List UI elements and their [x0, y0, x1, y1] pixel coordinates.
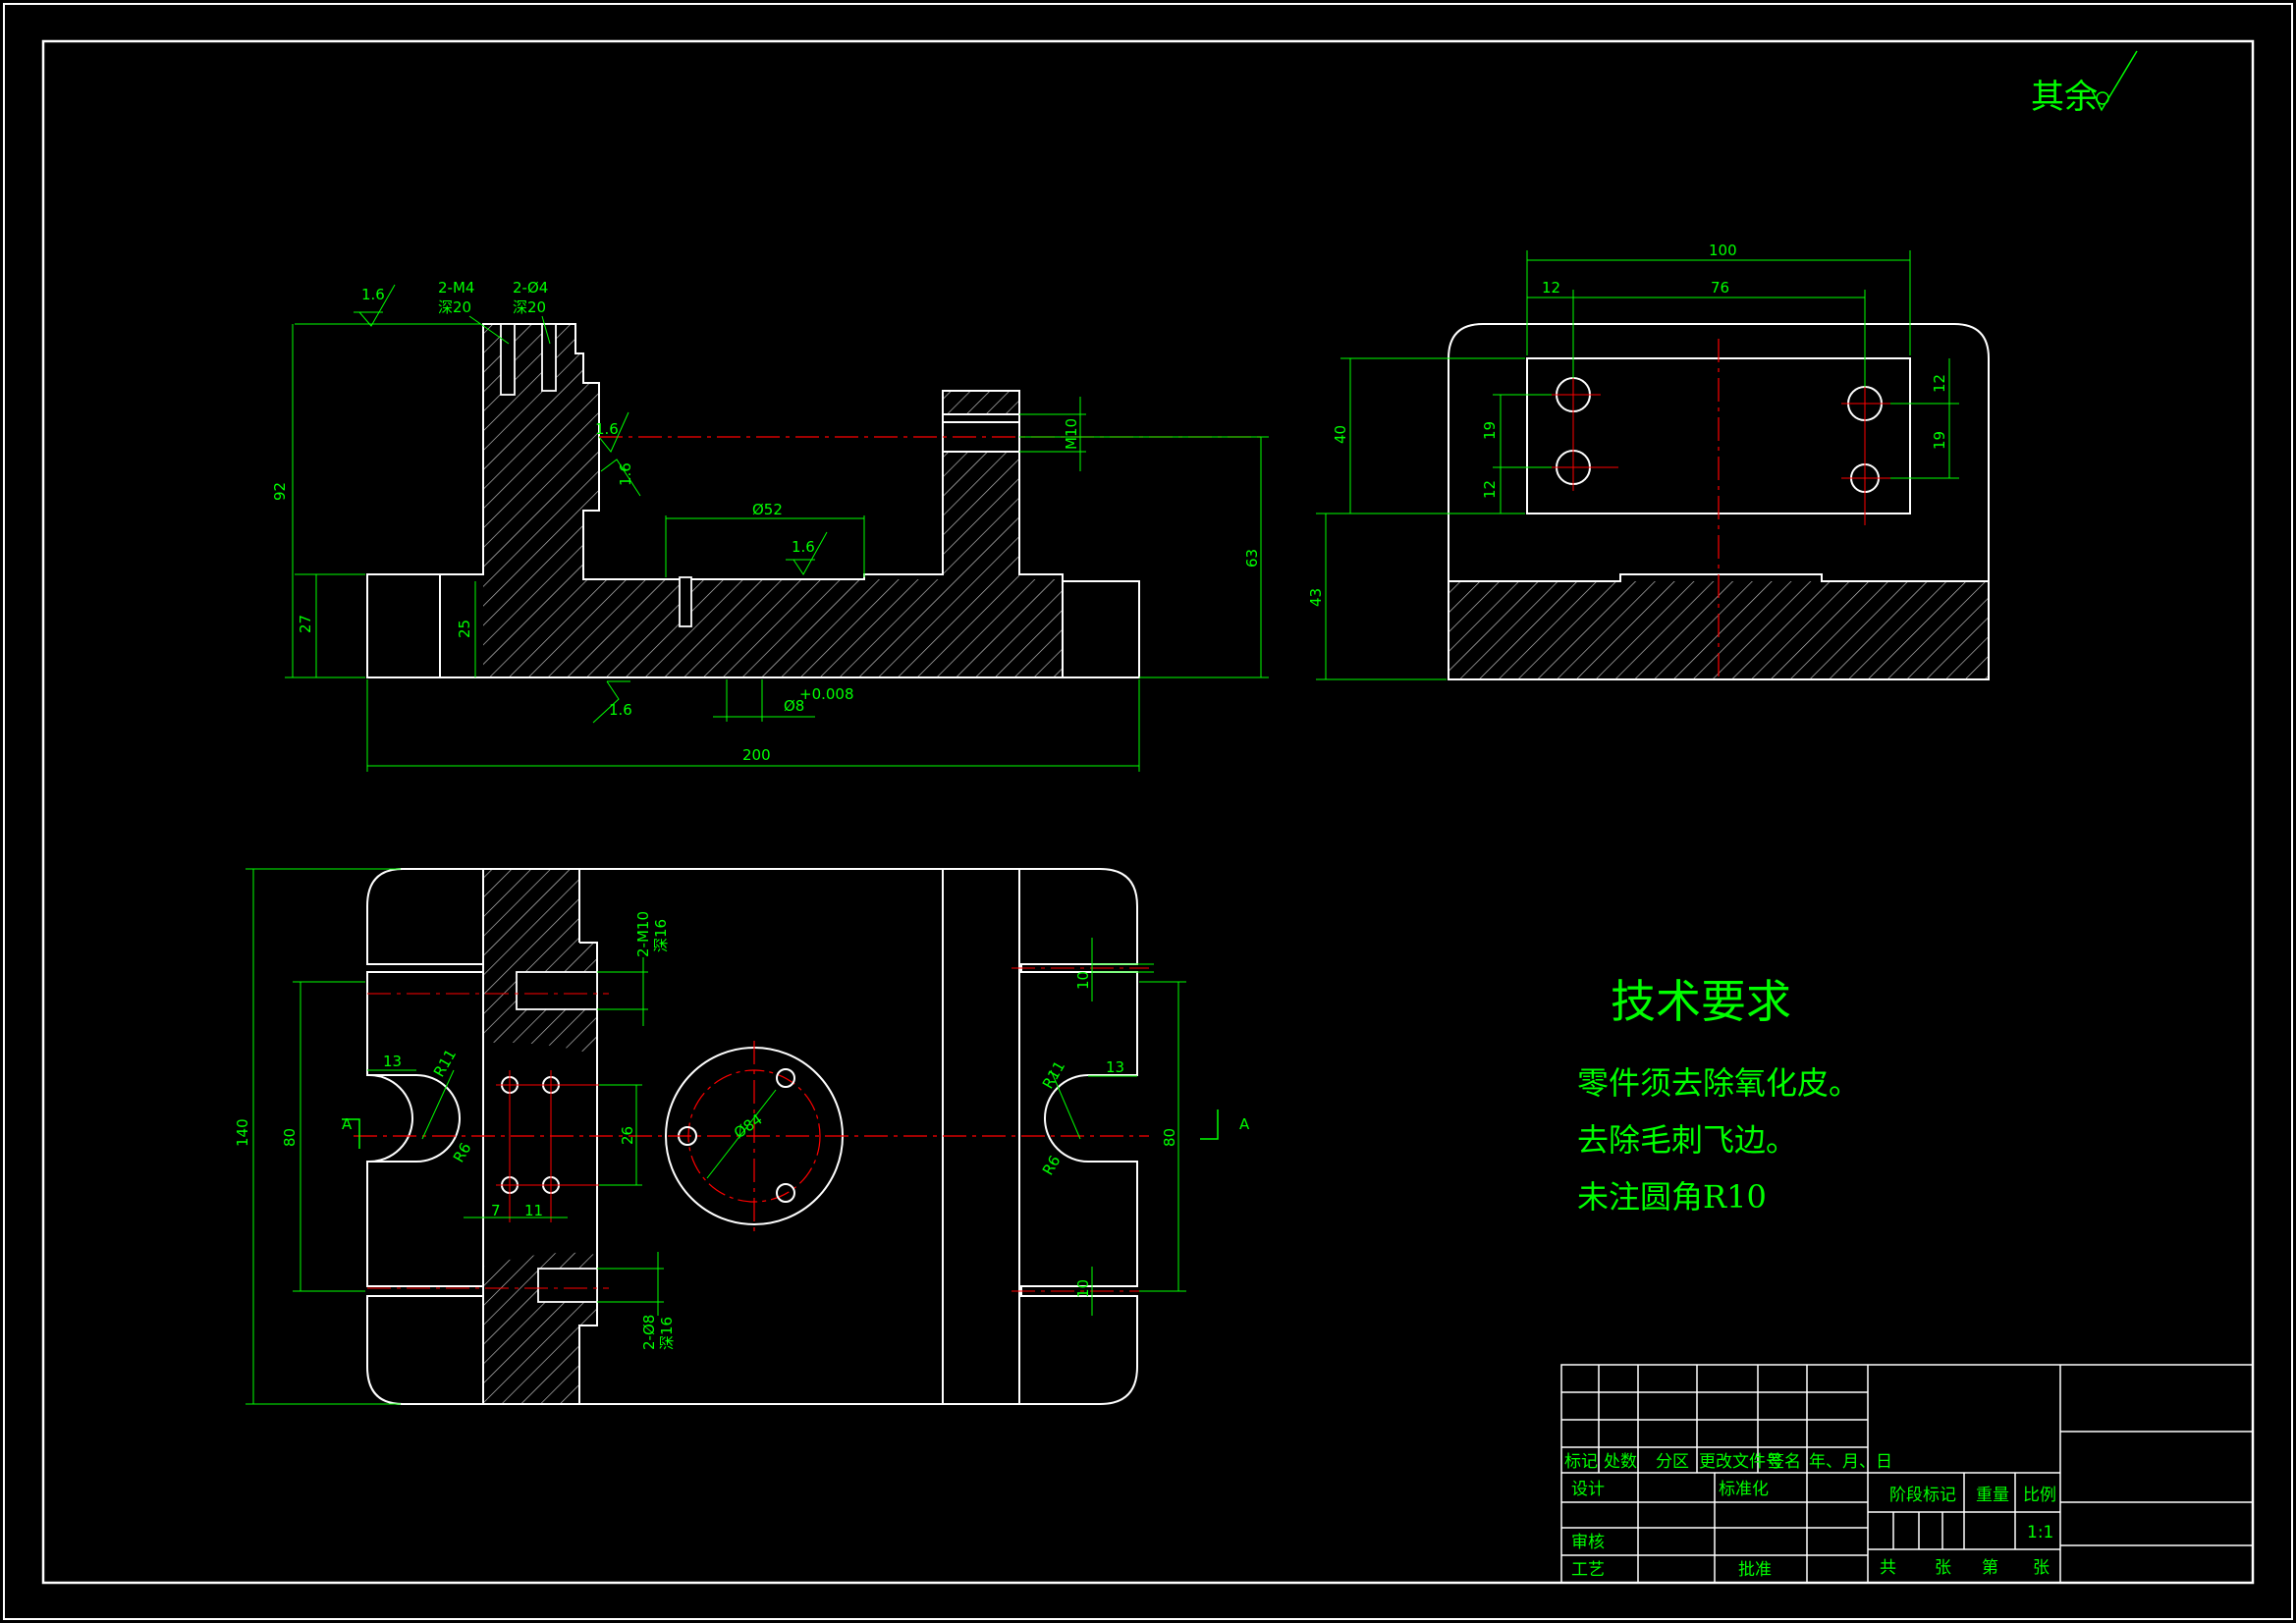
callout-d4-depth: 深20: [513, 298, 546, 316]
tech-req-title: 技术要求: [1611, 975, 1791, 1028]
callout-m4-depth: 深20: [438, 298, 471, 316]
dim-43: 43: [1307, 588, 1325, 607]
dim-80-left: 80: [281, 1128, 299, 1147]
dim-76: 76: [1711, 279, 1729, 297]
tb-sheet-no: 第: [1982, 1558, 1998, 1578]
dim-10-bottom: 10: [1074, 1279, 1092, 1298]
tech-requirements: 技术要求 零件须去除氧化皮。 去除毛刺飞边。 未注圆角R10: [1577, 975, 1860, 1216]
tb-stage-mark: 阶段标记: [1889, 1486, 1956, 1505]
dim-r11-left: R11: [430, 1046, 460, 1080]
front-view: 92 27 25 1.6 2-M4 深20 2-Ø4 深20 1.6 1.6 Ø…: [271, 279, 1269, 772]
dim-side-l12: 12: [1481, 480, 1499, 499]
dim-side-l19: 19: [1481, 421, 1499, 440]
dim-200: 200: [742, 746, 771, 764]
dim-40: 40: [1332, 425, 1349, 444]
tb-total: 共: [1880, 1558, 1896, 1578]
dim-140: 140: [234, 1118, 251, 1147]
dim-10-top: 10: [1074, 971, 1092, 990]
top-view: 140 80 A 13 R11 R6 26 7 11 Ø84 2-M10 深16: [234, 868, 1250, 1405]
outer-border: [3, 3, 2293, 1620]
dim-dia-52: Ø52: [752, 501, 783, 518]
title-block: [1560, 1364, 2254, 1584]
dim-13-right: 13: [1106, 1058, 1124, 1076]
dim-r11-right: R11: [1039, 1057, 1068, 1092]
dim-r6-right: R6: [1039, 1153, 1065, 1178]
dim-m10: M10: [1063, 418, 1080, 450]
tb-scale-label: 比例: [2023, 1486, 2056, 1505]
title-block-text: 标记 处数 分区 更改文件号 签名 年、月、日 设计 标准化 审核 工艺 批准 …: [1564, 1452, 2056, 1580]
callout-d8-depth: 深16: [658, 1317, 676, 1350]
tb-header-6: 年、月、日: [1809, 1452, 1892, 1472]
inner-border: [41, 39, 2255, 1585]
tb-header-3: 分区: [1656, 1452, 1689, 1472]
top-outline: [366, 868, 1138, 1405]
callout-d8: 2-Ø8: [640, 1315, 658, 1350]
tb-header-1: 标记: [1564, 1452, 1598, 1472]
dim-side-r19: 19: [1931, 431, 1948, 450]
dim-100: 100: [1709, 242, 1737, 259]
dim-11: 11: [524, 1202, 543, 1219]
dim-dia-8: Ø8: [784, 697, 804, 715]
tb-scale-value: 1:1: [2027, 1523, 2053, 1542]
dim-side-r12: 12: [1931, 374, 1948, 393]
dim-26: 26: [619, 1126, 636, 1145]
callout-d4: 2-Ø4: [513, 279, 548, 297]
dim-27: 27: [297, 615, 314, 633]
callout-m10: 2-M10: [634, 911, 652, 957]
tb-sheet-unit-2: 张: [2033, 1558, 2050, 1578]
roughness-2: 1.6: [595, 420, 619, 438]
front-outline: [366, 323, 1140, 678]
dim-80-right: 80: [1161, 1128, 1178, 1147]
tb-approve: 批准: [1738, 1560, 1772, 1580]
dim-dia-84: Ø84: [731, 1110, 766, 1142]
section-a-right: A: [1239, 1115, 1250, 1133]
dim-7: 7: [491, 1202, 501, 1219]
section-a-left: A: [342, 1115, 353, 1133]
callout-m10-depth: 深16: [652, 919, 670, 952]
dim-63: 63: [1243, 549, 1261, 568]
tech-req-line-2: 去除毛刺飞边。: [1577, 1121, 1797, 1159]
dim-tol-8: +0.008: [799, 685, 854, 703]
dim-92: 92: [271, 482, 289, 501]
roughness-3: 1.6: [617, 462, 634, 486]
side-outline: [1448, 323, 1990, 680]
front-section-hatch: [483, 324, 1063, 677]
roughness-other-text: 其余: [2031, 78, 2098, 117]
roughness-1: 1.6: [361, 286, 385, 303]
tb-process: 工艺: [1571, 1560, 1605, 1580]
dim-13-left: 13: [383, 1053, 402, 1070]
tb-review: 审核: [1571, 1533, 1605, 1552]
tb-sheet-unit: 张: [1935, 1558, 1951, 1578]
tb-design: 设计: [1571, 1480, 1605, 1499]
tech-req-line-1: 零件须去除氧化皮。: [1577, 1064, 1860, 1102]
tb-weight: 重量: [1976, 1486, 2009, 1505]
tech-req-line-3: 未注圆角R10: [1577, 1178, 1767, 1216]
roughness-other-symbol: 其余: [2031, 50, 2138, 117]
dim-side-12: 12: [1542, 279, 1560, 297]
side-view: 100 12 76 40 43 19 12 12 19: [1307, 242, 1990, 680]
roughness-5: 1.6: [609, 701, 632, 719]
roughness-4: 1.6: [792, 538, 815, 556]
tb-standardize: 标准化: [1719, 1480, 1769, 1499]
tb-header-4: 更改文件号: [1699, 1452, 1782, 1472]
callout-m4: 2-M4: [438, 279, 474, 297]
tb-header-5: 签名: [1768, 1452, 1801, 1472]
tb-header-2: 处数: [1604, 1452, 1637, 1472]
dim-r6-left: R6: [450, 1140, 475, 1165]
dim-25: 25: [456, 620, 473, 638]
